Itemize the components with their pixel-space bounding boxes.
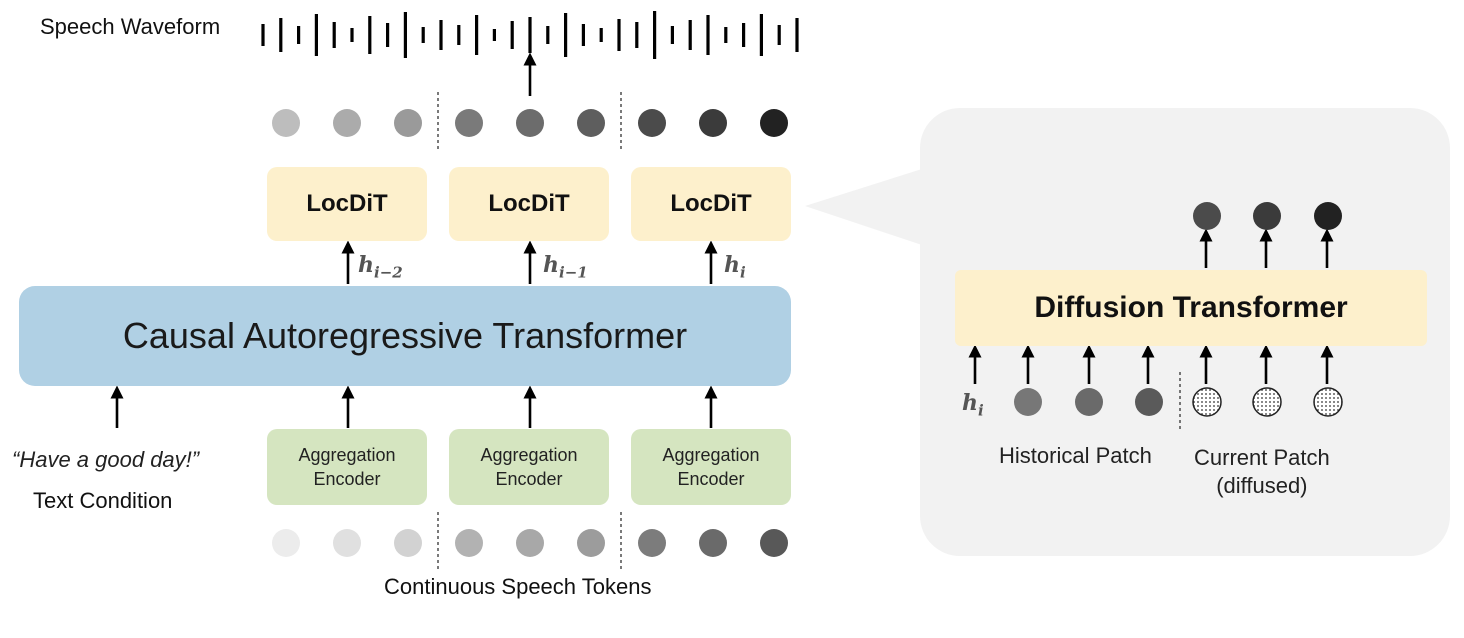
current-patch-label: Current Patch (diffused) [1194, 445, 1330, 498]
diffused-token [1252, 387, 1282, 417]
speech-waveform-label: Speech Waveform [40, 14, 221, 39]
diffused-token [1313, 387, 1343, 417]
output-token [272, 109, 300, 137]
input-token-row [272, 529, 788, 557]
speech-waveform-icon [261, 11, 799, 59]
output-token [394, 109, 422, 137]
diffusion-output-tokens [1193, 202, 1342, 230]
continuous-speech-tokens-label: Continuous Speech Tokens [384, 574, 652, 599]
arrows [110, 52, 1334, 428]
separators [437, 92, 1181, 572]
current-patch-tokens [1192, 387, 1343, 417]
input-token [577, 529, 605, 557]
hidden-state-label-3: hi [724, 252, 746, 282]
output-token [577, 109, 605, 137]
output-token [699, 109, 727, 137]
historical-token [1075, 388, 1103, 416]
historical-patch-label: Historical Patch [999, 443, 1152, 468]
output-token [638, 109, 666, 137]
generated-token [1314, 202, 1342, 230]
causal-autoregressive-transformer: Causal Autoregressive Transformer [19, 286, 791, 386]
historical-token [1135, 388, 1163, 416]
input-token [272, 529, 300, 557]
generated-token [1253, 202, 1281, 230]
locdit-box-3: LocDiT [631, 167, 791, 241]
input-token [760, 529, 788, 557]
hidden-state-label-1: hi−2 [358, 252, 403, 282]
output-token [333, 109, 361, 137]
output-token [455, 109, 483, 137]
input-token [638, 529, 666, 557]
output-token-row [272, 109, 788, 137]
input-token [516, 529, 544, 557]
diffused-token [1192, 387, 1222, 417]
output-token [516, 109, 544, 137]
input-token [333, 529, 361, 557]
output-token [760, 109, 788, 137]
panel-pointer [805, 168, 925, 246]
diffusion-hidden-state-label: hi [962, 390, 984, 420]
text-condition-label: Text Condition [33, 488, 173, 513]
generated-token [1193, 202, 1221, 230]
hidden-state-label-2: hi−1 [543, 252, 588, 282]
historical-patch-tokens [1014, 388, 1163, 416]
input-token [699, 529, 727, 557]
locdit-box-1: LocDiT [267, 167, 427, 241]
text-prompt: “Have a good day!” [12, 447, 200, 472]
locdit-box-2: LocDiT [449, 167, 609, 241]
diffusion-transformer-box: Diffusion Transformer [955, 270, 1427, 346]
input-token [394, 529, 422, 557]
historical-token [1014, 388, 1042, 416]
input-token [455, 529, 483, 557]
